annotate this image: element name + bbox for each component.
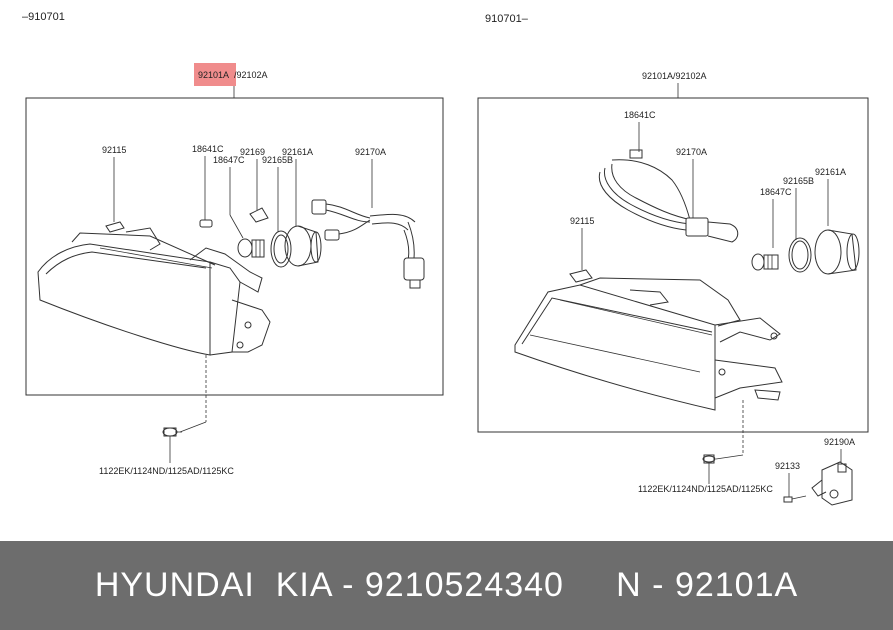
- left-bulb: [237, 238, 265, 258]
- right-headlamp: [514, 277, 783, 411]
- right-bolt-label[interactable]: 1122EK/1124ND/1125AD/1125KC: [638, 484, 773, 494]
- right-wiring-harness: [598, 149, 739, 243]
- left-panel: 92101A /92102A 92115 18641C 18647C 92169…: [25, 63, 444, 476]
- left-assembly-highlight-label[interactable]: 92101A: [198, 70, 229, 80]
- label-92170a[interactable]: 92170A: [355, 147, 386, 157]
- label-92169[interactable]: 92169: [240, 147, 265, 157]
- footer-part-number: HYUNDAI KIA - 9210524340 N - 92101A: [94, 566, 799, 604]
- label-18647c[interactable]: 18647C: [213, 155, 245, 165]
- label-18641c-right[interactable]: 18641C: [624, 110, 656, 120]
- parts-diagram: –910701 910701– 92101A /92102A 92115 186…: [22, 11, 869, 506]
- right-frame: [477, 97, 869, 433]
- left-headlamp: [37, 227, 271, 356]
- left-frame: [25, 97, 444, 396]
- right-socket-cap: [814, 229, 860, 275]
- label-92115[interactable]: 92115: [102, 145, 126, 155]
- screw-92133: [783, 495, 807, 503]
- left-bolt: [162, 427, 182, 437]
- highlight-box: [194, 63, 236, 86]
- label-18647c-right[interactable]: 18647C: [760, 187, 792, 197]
- label-92161a-right[interactable]: 92161A: [815, 167, 846, 177]
- label-18641c[interactable]: 18641C: [192, 144, 224, 154]
- bracket-92190a: [811, 461, 853, 506]
- label-92165b-right[interactable]: 92165B: [783, 176, 814, 186]
- left-date-header: –910701: [22, 11, 65, 23]
- left-wiring-harness: [311, 199, 425, 289]
- label-92170a-right[interactable]: 92170A: [676, 147, 707, 157]
- right-date-header: 910701–: [485, 13, 529, 25]
- right-bulb: [751, 253, 779, 271]
- label-92190a[interactable]: 92190A: [824, 437, 855, 447]
- label-92161a[interactable]: 92161A: [282, 147, 313, 157]
- right-assembly-label[interactable]: 92101A/92102A: [642, 71, 707, 81]
- left-bolt-label[interactable]: 1122EK/1124ND/1125AD/1125KC: [99, 466, 234, 476]
- label-92165b[interactable]: 92165B: [262, 155, 293, 165]
- footer-bar: HYUNDAI KIA - 9210524340 N - 92101A: [0, 541, 893, 630]
- right-panel: 92101A/92102A 18641C 92170A 92165B 92161…: [477, 71, 869, 506]
- right-bolt: [702, 454, 716, 464]
- label-92115-right[interactable]: 92115: [570, 216, 594, 226]
- label-92133[interactable]: 92133: [775, 461, 800, 471]
- left-socket-cap: [284, 225, 322, 267]
- left-assembly-rest-label: /92102A: [234, 70, 268, 80]
